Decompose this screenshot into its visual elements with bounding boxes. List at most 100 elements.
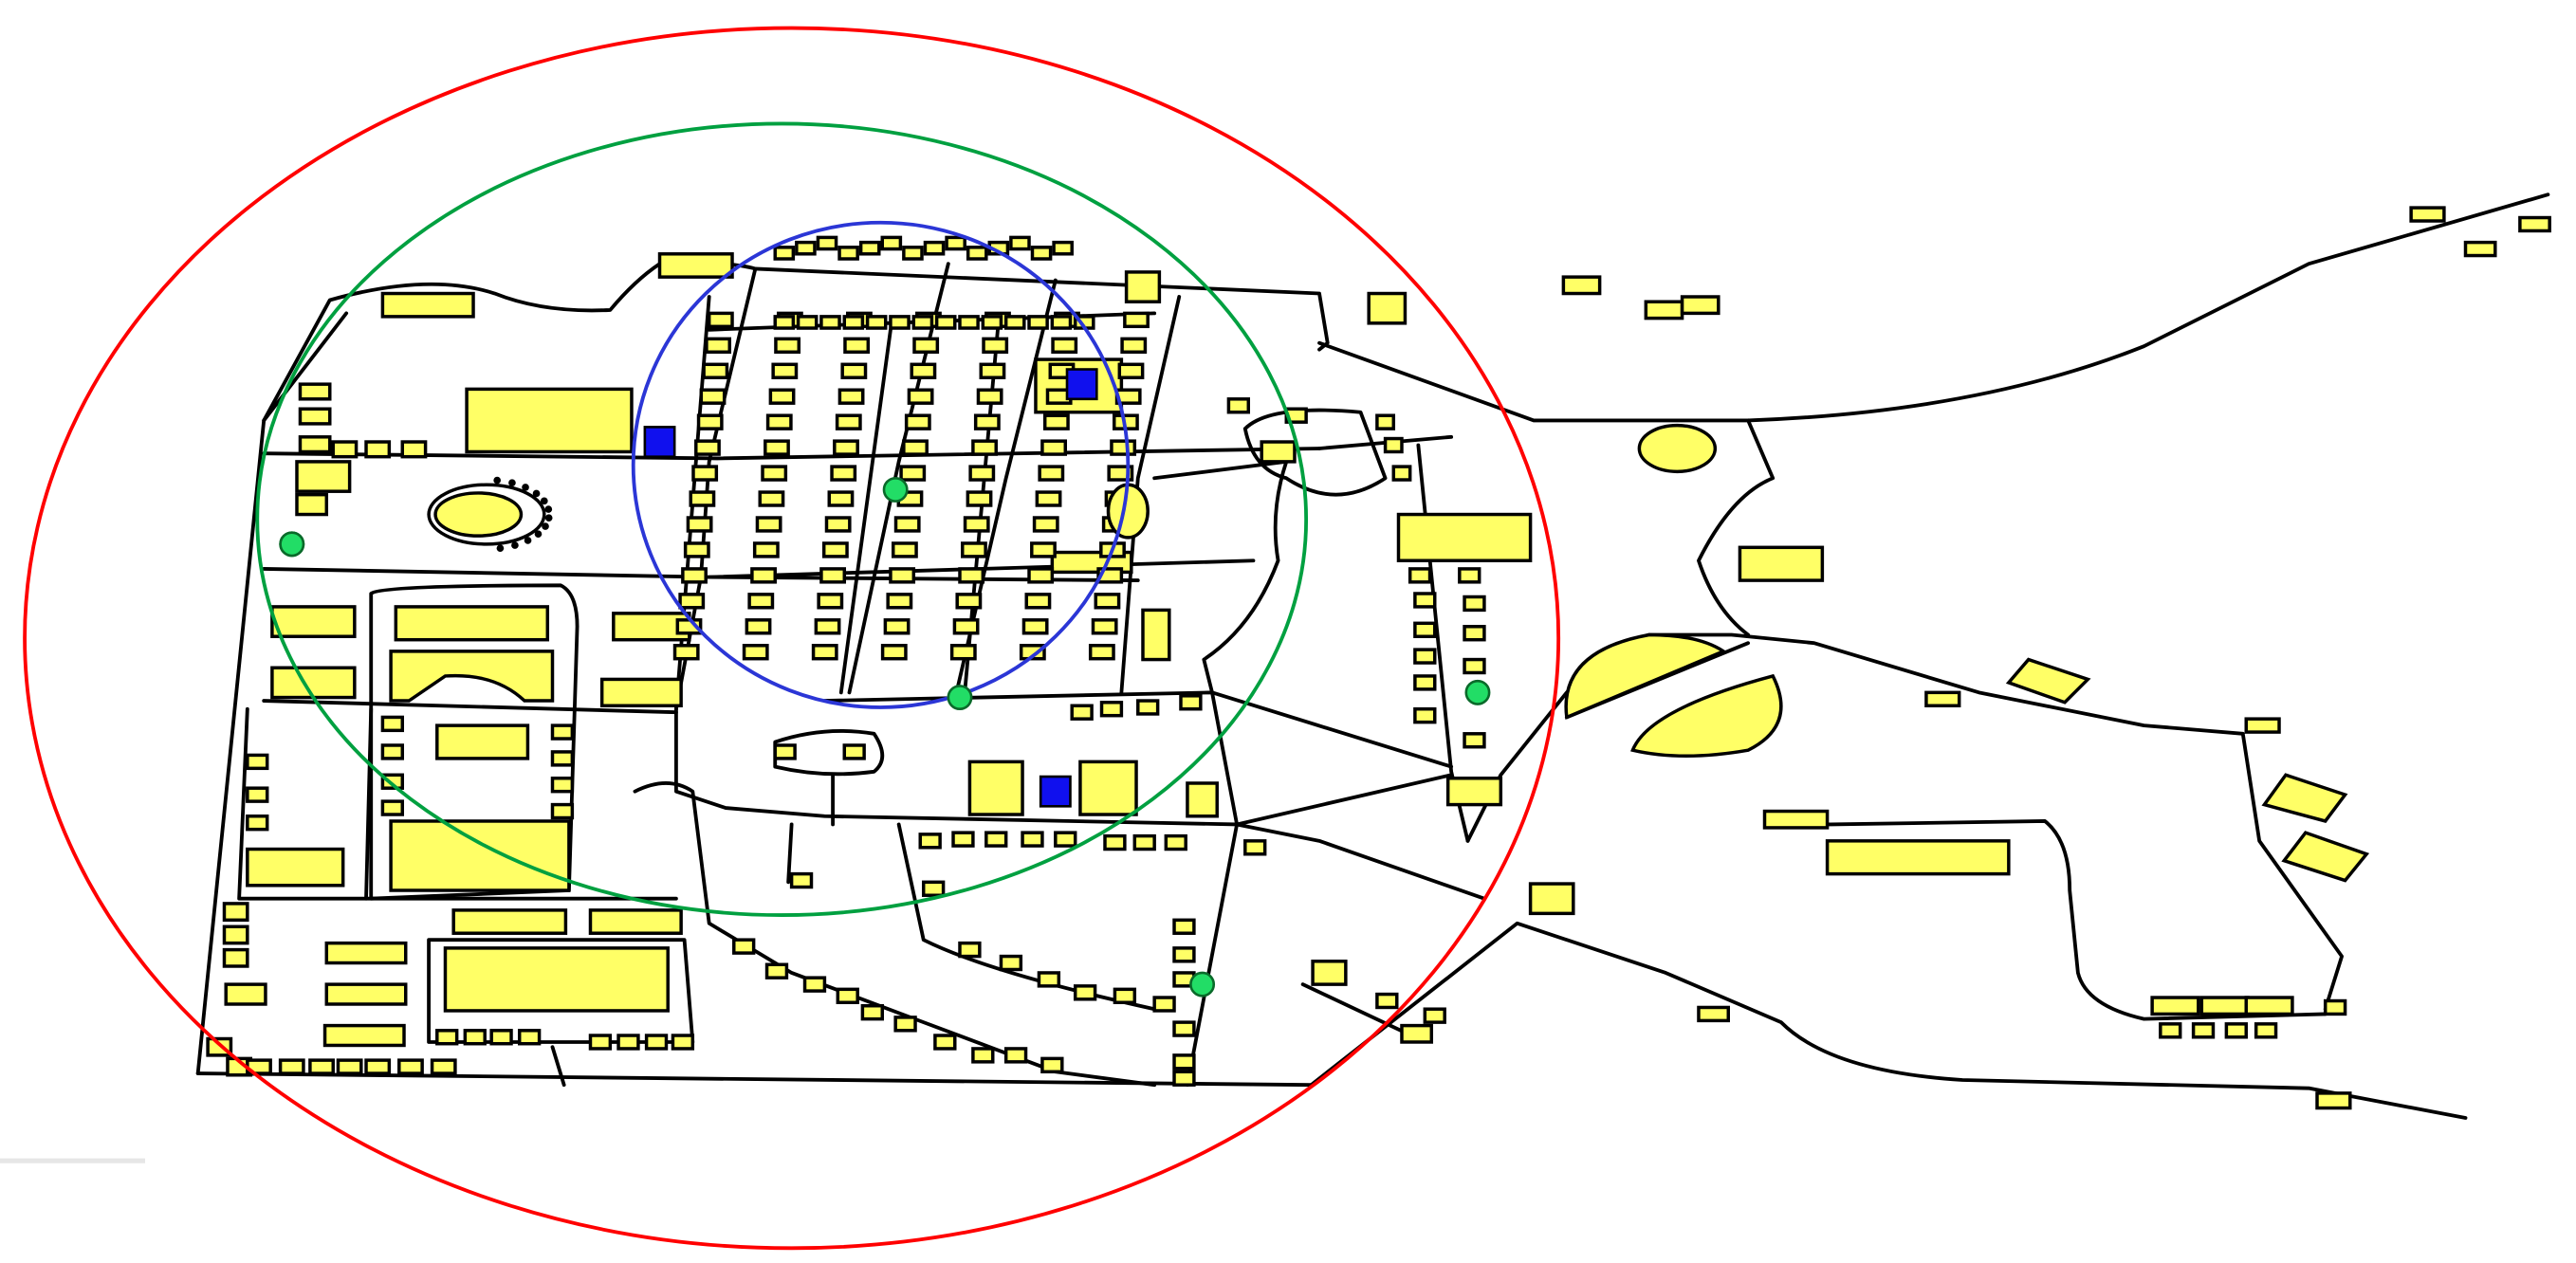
building [958,941,982,959]
building [821,541,849,558]
building [1123,311,1150,329]
building [246,847,345,888]
outer-buffer-ring [23,26,1561,1251]
building [952,618,980,635]
building [771,362,799,379]
semicircle-building [1630,673,1783,759]
round-building [1637,423,1718,474]
building [842,743,866,760]
square-site-marker[interactable] [1039,775,1072,808]
building [1463,625,1486,642]
building [764,962,789,979]
building [1051,337,1078,354]
building [400,440,428,459]
angled-building [2281,831,2370,883]
building [2159,1022,2182,1039]
building [1644,300,1684,320]
building [817,593,844,610]
building [966,246,988,261]
building [865,315,888,330]
building [699,388,727,405]
road-segment [1119,295,1182,695]
building [694,439,721,456]
building [764,439,790,456]
building [843,337,871,354]
building [1035,490,1062,507]
point-site-marker[interactable] [1189,971,1216,998]
building [465,387,634,454]
building [750,567,777,584]
building [1070,704,1094,721]
building [1226,397,1251,414]
building [683,541,710,558]
building [380,291,475,319]
building [435,723,530,760]
building [644,1034,669,1051]
building [1367,291,1408,325]
building [394,605,550,642]
building [1088,644,1115,661]
stadium-seat-marker [511,541,519,549]
point-site-marker[interactable] [1464,679,1491,705]
building [747,593,775,610]
building [796,315,819,330]
road-segment [1242,408,1388,497]
building [2224,1022,2248,1039]
building [912,337,940,354]
building [707,311,734,329]
road-segment [633,781,1157,1088]
building [982,337,1009,354]
building [657,252,734,279]
stadium-seat-marker [540,497,548,505]
point-site-marker[interactable] [947,685,973,711]
road-segment [673,266,758,711]
point-site-marker[interactable] [279,531,305,558]
building [1413,621,1437,638]
building [1037,971,1061,988]
building [883,618,911,635]
square-site-marker[interactable] [1065,368,1098,401]
building [298,407,332,426]
inner-buffer-ring [631,220,1131,709]
square-site-marker[interactable] [643,426,676,458]
road-segment [369,583,580,901]
building [224,982,267,1006]
building [899,465,927,482]
road-segment [1771,819,2328,1021]
building [246,786,269,803]
building [963,516,990,533]
building [435,1029,459,1046]
building [599,677,683,707]
building [1152,996,1176,1013]
building [1021,618,1049,635]
building [331,440,359,459]
building [902,439,929,456]
building [1375,413,1396,430]
building [1054,831,1077,848]
building [1396,512,1533,562]
building [1019,644,1046,661]
stadium-field [433,491,524,538]
buffer-rings [23,26,1561,1251]
building [489,1029,513,1046]
building [933,1034,957,1051]
building [1458,567,1481,584]
building [742,644,769,661]
road-segment [1186,822,1240,1088]
building [1260,440,1297,464]
building [389,819,571,892]
building [246,815,269,832]
stadium-seat-marker [534,530,543,538]
angled-building [2261,773,2348,823]
building [1042,413,1070,430]
building [1040,1056,1064,1074]
building [840,362,868,379]
building [324,982,408,1006]
point-site-marker[interactable] [882,476,909,503]
building [761,465,788,482]
building [816,235,838,251]
stadium-seat-marker [542,522,549,530]
site-markers [279,368,1491,998]
building [246,753,269,771]
